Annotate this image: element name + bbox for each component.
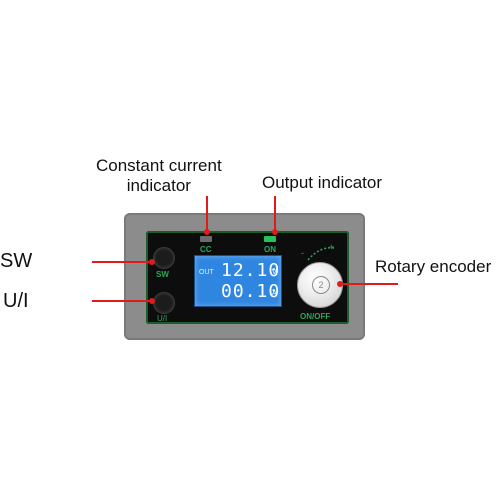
output-indicator-callout: Output indicator bbox=[262, 173, 383, 192]
encoder-scale-icon bbox=[307, 247, 335, 261]
power-icon: 2 bbox=[312, 276, 330, 294]
out-leader-dot bbox=[272, 229, 278, 235]
cc-indicator-led bbox=[200, 236, 212, 242]
lcd-display: OUT 12.10 V 00.10 A bbox=[194, 255, 282, 307]
lcd-out-label: OUT bbox=[199, 269, 214, 276]
ui-leader-dot bbox=[149, 298, 155, 304]
cc-led-label: CC bbox=[200, 245, 212, 254]
sw-button-label: SW bbox=[156, 270, 169, 279]
on-led-label: ON bbox=[264, 245, 276, 254]
rotary-encoder-callout: Rotary encoder bbox=[375, 257, 492, 276]
constant-current-callout: Constant current indicator bbox=[96, 156, 222, 195]
on-indicator-led bbox=[264, 236, 276, 242]
encoder-leader-dot bbox=[337, 281, 343, 287]
lcd-voltage-unit: V bbox=[272, 269, 277, 276]
on-off-label: ON/OFF bbox=[300, 312, 331, 321]
sw-callout: SW bbox=[0, 250, 33, 272]
sw-button[interactable] bbox=[153, 247, 175, 269]
lcd-voltage-value: 12.10 bbox=[221, 260, 281, 281]
lcd-current-value: 00.10 bbox=[221, 281, 281, 302]
encoder-minus-label: - bbox=[301, 248, 304, 258]
lcd-current-unit: A bbox=[272, 290, 277, 297]
sw-leader-dot bbox=[149, 259, 155, 265]
ui-callout: U/I bbox=[3, 290, 29, 312]
encoder-plus-label: + bbox=[329, 242, 335, 252]
ui-button-label: U/I bbox=[157, 314, 168, 323]
cc-leader-dot bbox=[204, 229, 210, 235]
